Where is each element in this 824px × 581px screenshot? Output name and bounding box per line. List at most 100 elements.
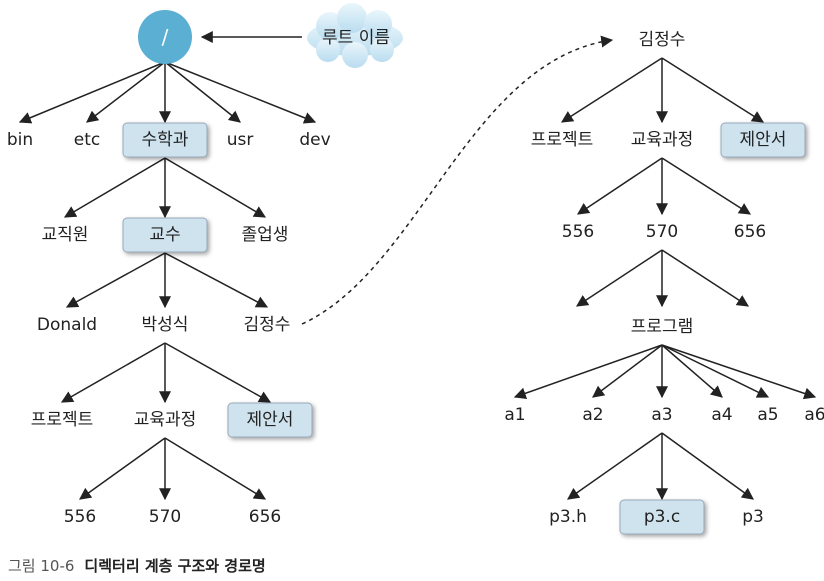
node-label: 556 — [562, 222, 594, 242]
node-label: a1 — [504, 405, 525, 425]
node-a5: a5 — [757, 405, 778, 425]
node-kim: 김정수 — [244, 315, 291, 335]
node-label: 프로젝트 — [31, 410, 94, 430]
node-staff: 교직원 — [42, 225, 89, 245]
node-r556: 556 — [562, 222, 594, 242]
node-label: 프로젝트 — [531, 130, 594, 150]
edge-arrow — [164, 252, 269, 308]
edges — [18, 57, 817, 501]
caption-title: 디렉터리 계층 구조와 경로명 — [84, 557, 266, 575]
node-label: a4 — [711, 405, 732, 425]
node-label: a2 — [582, 405, 603, 425]
node-rproj: 프로젝트 — [531, 130, 594, 150]
node-label: 박성식 — [142, 315, 189, 335]
highlight-box — [227, 402, 313, 438]
node-bin: bin — [7, 130, 33, 150]
node-label: etc — [74, 130, 100, 150]
edge-arrow — [18, 61, 166, 124]
edge-arrow — [513, 344, 663, 400]
edge-arrow — [60, 342, 166, 403]
node-r570: 570 — [646, 222, 678, 242]
node-park: 박성식 — [142, 315, 189, 335]
node-label: bin — [7, 130, 33, 150]
root-label: / — [162, 25, 169, 49]
highlight-box — [619, 499, 705, 535]
node-a2: a2 — [582, 405, 603, 425]
edge-arrow — [661, 344, 723, 398]
node-a1: a1 — [504, 405, 525, 425]
edge-arrow — [560, 57, 663, 123]
node-c656: 656 — [249, 507, 281, 527]
node-label: 교육과정 — [631, 130, 694, 150]
node-c570: 570 — [149, 507, 181, 527]
edge-arrow — [661, 57, 765, 123]
edge-arrow — [164, 157, 267, 218]
node-label: dev — [299, 130, 330, 150]
edge-arrow — [86, 61, 166, 123]
node-p3: p3 — [742, 507, 764, 527]
node-grad: 졸업생 — [242, 225, 289, 245]
node-label: 수학과 — [142, 130, 189, 150]
edge-arrow — [164, 61, 317, 124]
edge-arrow — [79, 437, 166, 500]
node-p3h: p3.h — [549, 507, 587, 527]
edge-arrow — [63, 157, 166, 218]
node-prog: 프로그램 — [631, 317, 694, 337]
node-a4: a4 — [711, 405, 732, 425]
edge-arrow — [164, 437, 267, 500]
node-label: 656 — [734, 222, 766, 242]
node-label: 제안서 — [247, 410, 294, 430]
root-node: / — [138, 10, 192, 64]
node-label: 김정수 — [639, 30, 686, 50]
node-label: 프로그램 — [631, 317, 694, 337]
edge-arrow — [661, 249, 750, 307]
highlight-box — [122, 122, 208, 158]
highlight-box — [122, 217, 208, 253]
edge-arrow — [577, 157, 663, 215]
node-a6: a6 — [804, 405, 824, 425]
node-prof: 교수 — [122, 217, 208, 253]
node-label: 570 — [149, 507, 181, 527]
node-label: 556 — [64, 507, 96, 527]
node-c556: 556 — [64, 507, 96, 527]
node-label: usr — [227, 130, 254, 150]
node-label: a3 — [651, 405, 672, 425]
node-dev: dev — [299, 130, 330, 150]
node-label: 교육과정 — [134, 410, 197, 430]
cloud-label: 루트 이름 — [322, 28, 390, 48]
node-a3: a3 — [651, 405, 672, 425]
edge-arrow — [65, 252, 166, 308]
node-label: 교수 — [149, 225, 180, 245]
edge-arrow — [164, 61, 241, 123]
node-label: 656 — [249, 507, 281, 527]
caption-number: 그림 10-6 — [8, 557, 75, 575]
node-label: p3.h — [549, 507, 587, 527]
root-name-cloud: 루트 이름 — [307, 3, 403, 68]
link-dashed-arrow — [301, 35, 614, 325]
node-rkim: 김정수 — [639, 30, 686, 50]
node-label: a6 — [804, 405, 824, 425]
edge-arrow — [575, 249, 663, 307]
node-proj: 프로젝트 — [31, 410, 94, 430]
edge-arrow — [164, 342, 272, 403]
highlight-box — [720, 122, 806, 158]
node-label: 김정수 — [244, 315, 291, 335]
node-label: 제안서 — [740, 130, 787, 150]
node-label: p3.c — [644, 507, 680, 527]
edge-arrow — [661, 157, 752, 215]
node-r656: 656 — [734, 222, 766, 242]
node-label: 졸업생 — [242, 225, 289, 245]
node-usr: usr — [227, 130, 254, 150]
node-label: 570 — [646, 222, 678, 242]
node-p3c: p3.c — [619, 499, 705, 535]
edge-arrow — [661, 432, 754, 500]
node-rcurr: 교육과정 — [631, 130, 694, 150]
edge-arrow — [592, 344, 663, 398]
node-label: p3 — [742, 507, 764, 527]
edge-arrow — [567, 432, 663, 500]
node-rprop: 제안서 — [720, 122, 806, 158]
node-curr: 교육과정 — [134, 410, 197, 430]
figure-caption: 그림 10-6 디렉터리 계층 구조와 경로명 — [8, 555, 266, 576]
edge-arrow — [661, 344, 770, 398]
node-label: a5 — [757, 405, 778, 425]
